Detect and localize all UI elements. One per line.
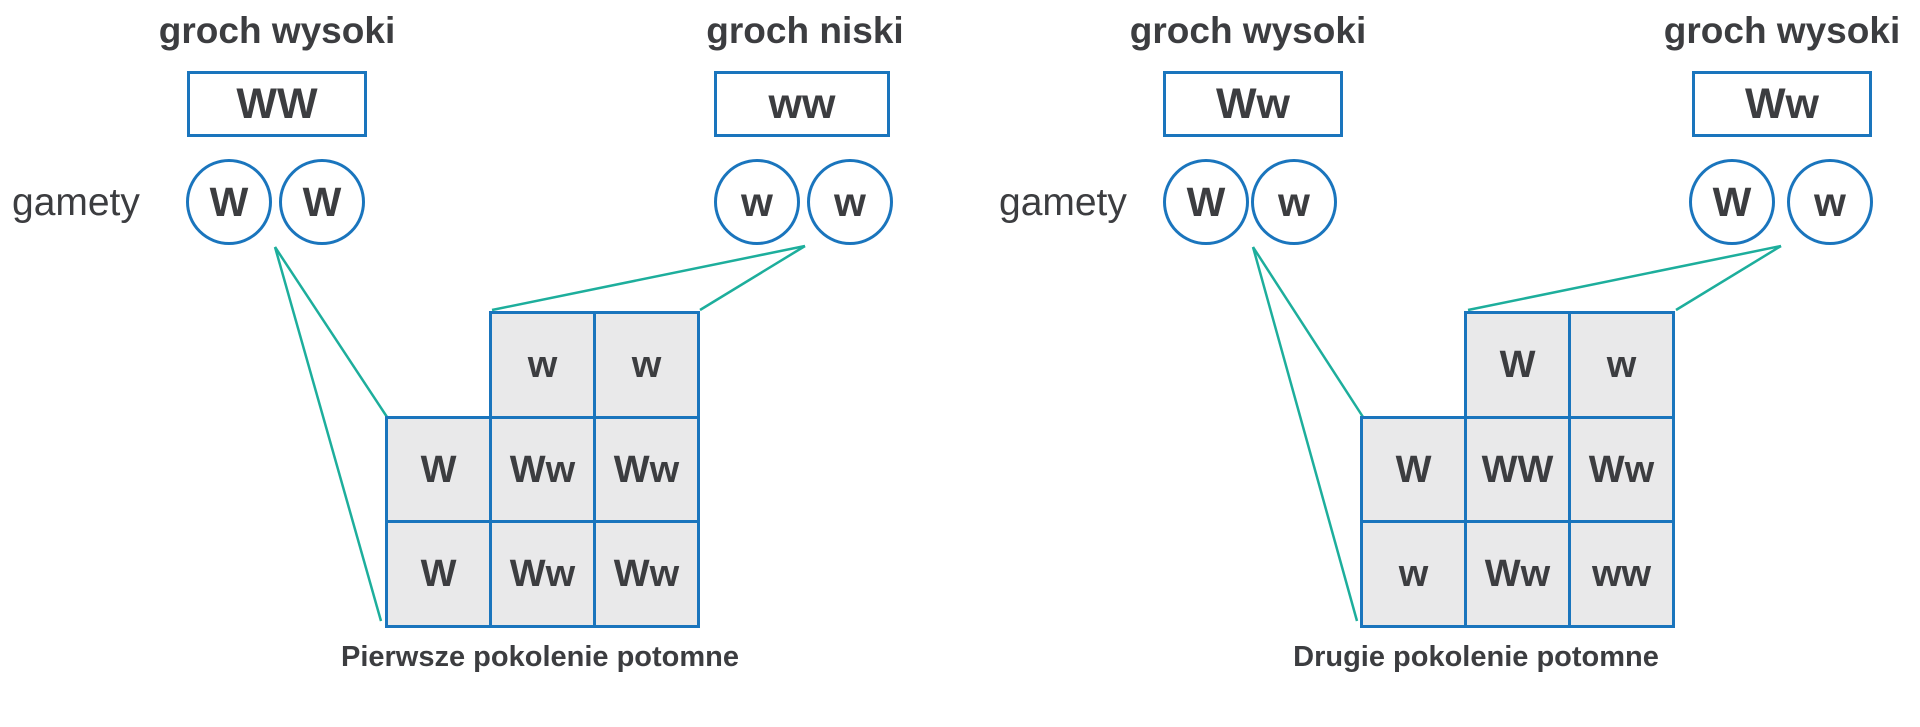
punnett-cell: WW bbox=[1464, 416, 1571, 524]
connector-line bbox=[1675, 244, 1782, 312]
punnett-row-label: W bbox=[385, 520, 492, 628]
connector-line bbox=[699, 244, 806, 312]
generation-caption: Drugie pokolenie potomne bbox=[1293, 641, 1659, 673]
parent-name-label: groch wysoki bbox=[1663, 10, 1901, 51]
punnett-header-cell: w bbox=[593, 311, 700, 419]
punnett-cell: ww bbox=[1568, 520, 1675, 628]
gamete-circle: W bbox=[1163, 159, 1249, 245]
punnett-row-label: w bbox=[1360, 520, 1467, 628]
parent-name-label: groch wysoki bbox=[1129, 10, 1367, 51]
connector-line bbox=[273, 246, 389, 418]
connector-line bbox=[1251, 246, 1359, 622]
genotype-box: Ww bbox=[1163, 71, 1343, 137]
connector-line bbox=[491, 244, 806, 312]
punnett-cell: Ww bbox=[1568, 416, 1675, 524]
punnett-row-label: W bbox=[385, 416, 492, 524]
connector-line bbox=[1467, 244, 1782, 312]
gamete-circle: w bbox=[1787, 159, 1873, 245]
punnett-cell: Ww bbox=[593, 520, 700, 628]
punnett-cell: Ww bbox=[489, 416, 596, 524]
punnett-cell: Ww bbox=[593, 416, 700, 524]
punnett-grid-first-generation: w w W Ww Ww W Ww Ww bbox=[385, 311, 701, 629]
connector-line bbox=[273, 246, 383, 622]
connector-line bbox=[1251, 246, 1365, 418]
parent-name-label: groch niski bbox=[706, 10, 904, 51]
genotype-box: ww bbox=[714, 71, 890, 137]
genotype-box: WW bbox=[187, 71, 367, 137]
genotype-box: Ww bbox=[1692, 71, 1872, 137]
punnett-header-cell: w bbox=[1568, 311, 1675, 419]
punnett-header-cell: w bbox=[489, 311, 596, 419]
punnett-row-label: W bbox=[1360, 416, 1467, 524]
gametes-label: gamety bbox=[999, 181, 1127, 224]
gamete-circle: W bbox=[279, 159, 365, 245]
gamete-circle: W bbox=[1689, 159, 1775, 245]
gamete-circle: w bbox=[1251, 159, 1337, 245]
punnett-header-cell: W bbox=[1464, 311, 1571, 419]
gamete-circle: w bbox=[807, 159, 893, 245]
gamete-circle: W bbox=[186, 159, 272, 245]
gamete-circle: w bbox=[714, 159, 800, 245]
generation-caption: Pierwsze pokolenie potomne bbox=[340, 641, 740, 673]
gametes-label: gamety bbox=[12, 181, 140, 224]
parent-name-label: groch wysoki bbox=[158, 10, 396, 51]
punnett-cell: Ww bbox=[489, 520, 596, 628]
punnett-grid-second-generation: W w W WW Ww w Ww ww bbox=[1360, 311, 1676, 629]
punnett-cell: Ww bbox=[1464, 520, 1571, 628]
